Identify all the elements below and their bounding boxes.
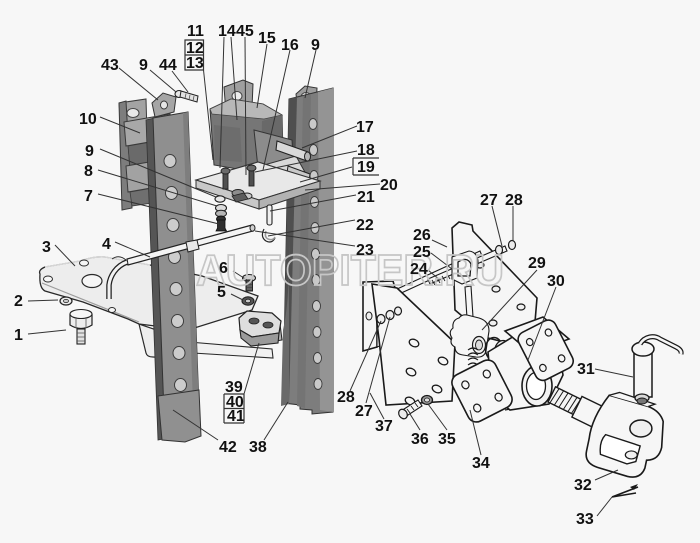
svg-text:15: 15: [258, 30, 276, 47]
svg-text:28: 28: [505, 192, 523, 209]
svg-text:AUTOPITER.RU: AUTOPITER.RU: [196, 246, 504, 295]
svg-text:34: 34: [472, 455, 490, 472]
svg-text:4: 4: [102, 236, 111, 253]
svg-text:26: 26: [413, 227, 431, 244]
svg-text:9: 9: [311, 37, 320, 54]
svg-text:44: 44: [159, 57, 177, 74]
svg-text:27: 27: [480, 192, 498, 209]
svg-text:17: 17: [356, 119, 374, 136]
svg-text:31: 31: [577, 361, 595, 378]
svg-text:40: 40: [226, 394, 244, 411]
svg-text:2: 2: [14, 293, 23, 310]
svg-text:12: 12: [186, 40, 204, 57]
svg-text:37: 37: [375, 418, 393, 435]
svg-text:7: 7: [84, 188, 93, 205]
svg-text:38: 38: [249, 439, 267, 456]
svg-text:8: 8: [84, 163, 93, 180]
svg-text:23: 23: [356, 242, 374, 259]
svg-text:45: 45: [236, 23, 254, 40]
svg-text:30: 30: [547, 273, 565, 290]
svg-text:42: 42: [219, 439, 237, 456]
svg-text:19: 19: [357, 159, 375, 176]
svg-text:35: 35: [438, 431, 456, 448]
svg-text:43: 43: [101, 57, 119, 74]
svg-text:25: 25: [413, 244, 431, 261]
svg-text:13: 13: [186, 55, 204, 72]
svg-text:28: 28: [337, 389, 355, 406]
svg-text:9: 9: [85, 143, 94, 160]
svg-text:3: 3: [42, 239, 51, 256]
svg-text:20: 20: [380, 177, 398, 194]
svg-text:16: 16: [281, 37, 299, 54]
svg-text:21: 21: [357, 189, 375, 206]
svg-text:39: 39: [225, 379, 243, 396]
svg-text:41: 41: [227, 408, 245, 425]
svg-text:1: 1: [14, 327, 23, 344]
svg-text:36: 36: [411, 431, 429, 448]
svg-text:33: 33: [576, 511, 594, 528]
svg-text:6: 6: [219, 260, 228, 277]
svg-text:10: 10: [79, 111, 97, 128]
svg-text:32: 32: [574, 477, 592, 494]
svg-text:29: 29: [528, 255, 546, 272]
svg-text:9: 9: [139, 57, 148, 74]
svg-text:18: 18: [357, 142, 375, 159]
svg-text:5: 5: [217, 284, 226, 301]
svg-text:24: 24: [410, 261, 428, 278]
svg-text:11: 11: [187, 23, 204, 40]
svg-text:27: 27: [355, 403, 373, 420]
svg-text:14: 14: [218, 23, 236, 40]
svg-text:22: 22: [356, 217, 374, 234]
